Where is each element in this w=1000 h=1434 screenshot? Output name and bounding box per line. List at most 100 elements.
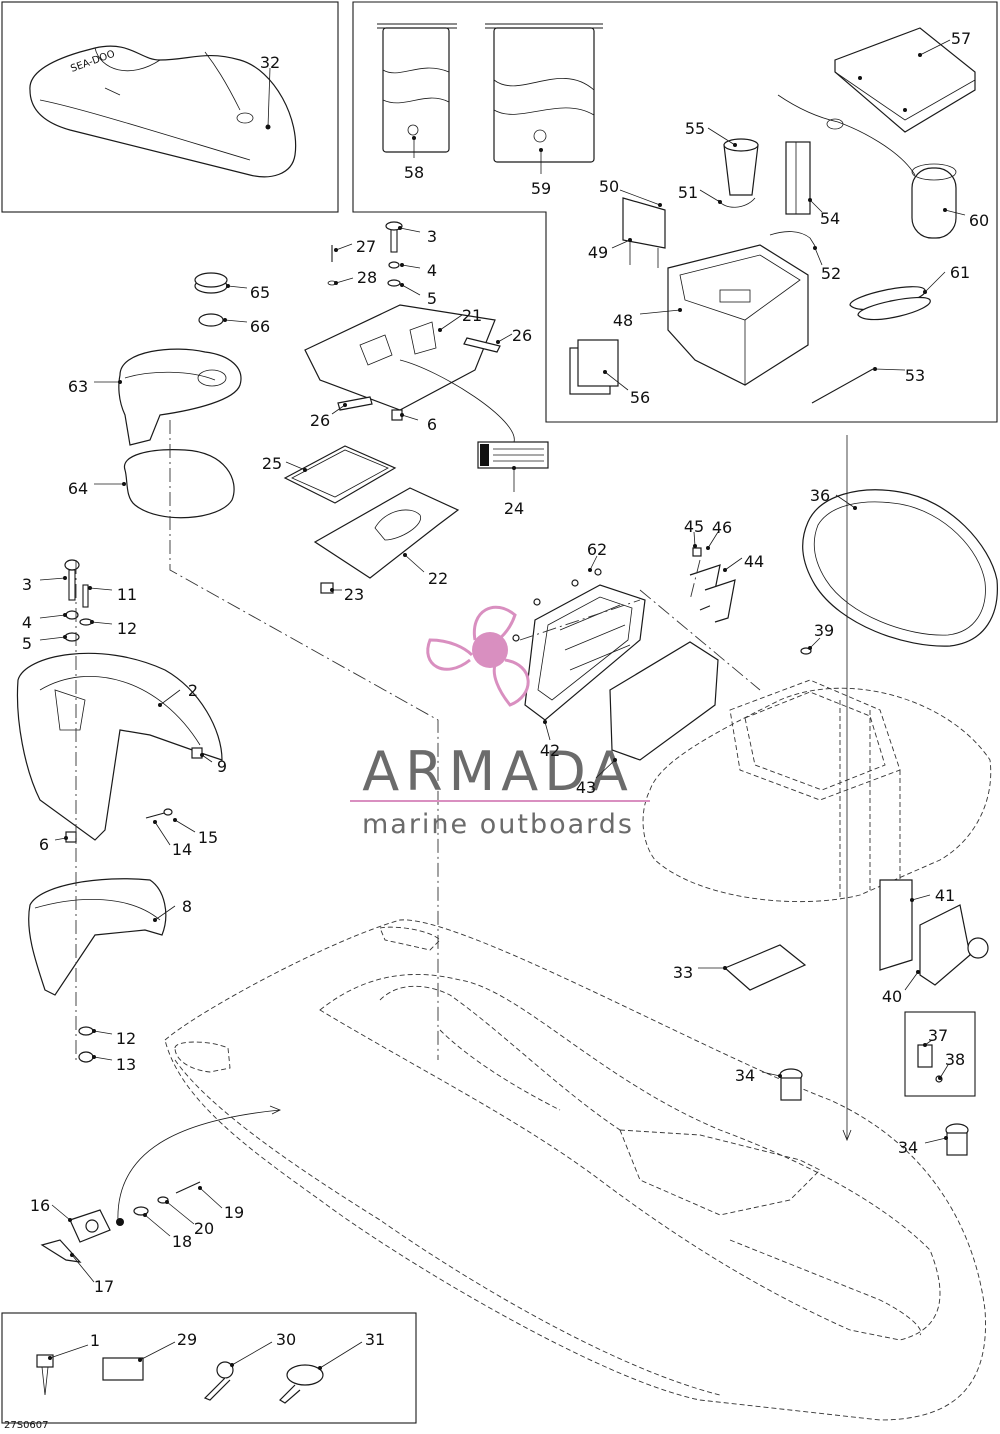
leader-dot: [778, 1074, 782, 1078]
leader-dot: [230, 1363, 234, 1367]
leader-line: [809, 637, 821, 649]
leader-dot: [543, 720, 547, 724]
callout-66: 66: [250, 317, 270, 336]
leader-line: [924, 1137, 947, 1144]
callout-1: 1: [90, 1331, 100, 1350]
drain-34-left: [779, 1068, 803, 1101]
leader-line: [285, 461, 306, 471]
leader-line: [693, 531, 696, 547]
callout-30: 30: [276, 1330, 296, 1349]
cup-holder-55: [723, 138, 759, 196]
leader-dot: [693, 544, 697, 548]
leader-dot: [938, 1076, 942, 1080]
leader-line: [39, 577, 66, 581]
screw-3-stack: [64, 559, 93, 642]
leader-line: [401, 264, 421, 269]
leader-dot: [88, 586, 92, 590]
cap-39: [800, 647, 812, 655]
leader-dot: [90, 620, 94, 624]
leader-dot: [658, 203, 662, 207]
seal-36: [802, 489, 998, 647]
leader-line: [267, 67, 271, 128]
callout-34: 34: [735, 1066, 755, 1085]
leader-line: [919, 39, 951, 56]
leader-line: [227, 285, 248, 289]
leader-dot: [943, 208, 947, 212]
callout-9: 9: [217, 757, 227, 776]
callout-53: 53: [905, 366, 925, 385]
callout-50: 50: [599, 177, 619, 196]
leader-dot: [733, 143, 737, 147]
strap-61: [849, 286, 931, 320]
bilge-parts: [40, 1181, 201, 1263]
clip-37-38: [917, 1044, 943, 1083]
leader-line: [707, 127, 736, 146]
leader-lines: [39, 39, 966, 1370]
leader-line: [319, 1341, 363, 1369]
leader-dot: [63, 576, 67, 580]
callout-40: 40: [882, 987, 902, 1006]
leader-dot: [808, 198, 812, 202]
leader-line: [71, 1254, 95, 1283]
callout-23: 23: [344, 585, 364, 604]
leader-line: [707, 531, 719, 549]
panel-8: [28, 878, 167, 996]
cable-53: [811, 368, 874, 404]
strips-26: [337, 337, 501, 411]
leader-line: [924, 271, 946, 293]
grille-42: [524, 584, 646, 721]
leader-line: [39, 636, 66, 641]
watermark: ARMADA marine outboards: [350, 605, 650, 840]
leader-line: [39, 614, 66, 619]
leader-line: [809, 199, 823, 213]
leader-dot: [723, 966, 727, 970]
leader-line: [544, 721, 551, 741]
leader-dot: [64, 836, 68, 840]
leader-line: [639, 309, 681, 315]
leader-dot: [706, 546, 710, 550]
leader-dot: [678, 308, 682, 312]
callout-11: 11: [117, 585, 137, 604]
drain-34-right: [945, 1123, 969, 1156]
tie-31: [279, 1364, 324, 1404]
callout-5: 5: [427, 289, 437, 308]
screws-3-27: [327, 221, 403, 421]
leader-line: [497, 333, 513, 343]
leader-line: [93, 1030, 113, 1035]
callout-15: 15: [198, 828, 218, 847]
accessory-inset-frame: [352, 1, 998, 423]
storage-bin-48: [667, 244, 809, 386]
callout-4: 4: [427, 261, 437, 280]
callout-64: 64: [68, 479, 88, 498]
callout-37: 37: [928, 1026, 948, 1045]
watermark-brand: ARMADA: [362, 740, 634, 803]
callout-3: 3: [427, 227, 437, 246]
callout-61: 61: [950, 263, 970, 282]
fastener-inset-frame: [1, 1312, 417, 1424]
storage-bag-large: [485, 23, 603, 163]
callout-32: 32: [260, 53, 280, 72]
callout-8: 8: [182, 897, 192, 916]
hull: [164, 919, 986, 1421]
callout-43: 43: [576, 778, 596, 797]
callout-13: 13: [116, 1055, 136, 1074]
leader-dot: [628, 238, 632, 242]
leader-line: [401, 284, 421, 296]
leader-line: [589, 555, 598, 571]
leader-dot: [400, 263, 404, 267]
watercraft-cover: SEA-DOO: [29, 45, 297, 178]
washers-12-13: [78, 1026, 94, 1063]
leader-line: [51, 1204, 71, 1221]
leader-line: [224, 319, 248, 323]
leader-dot: [343, 403, 347, 407]
leader-dot: [173, 818, 177, 822]
callout-18: 18: [172, 1232, 192, 1251]
leader-line: [399, 227, 421, 233]
leader-dot: [266, 125, 270, 129]
leader-dot: [48, 1356, 52, 1360]
leader-line: [199, 1187, 223, 1209]
callout-14: 14: [172, 840, 192, 859]
